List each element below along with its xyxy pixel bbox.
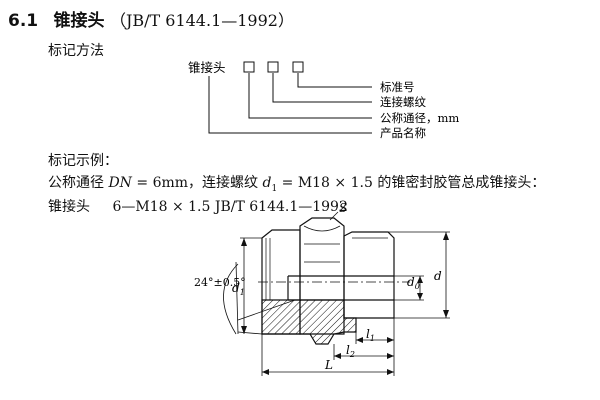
section-standard: （JB/T 6144.1—1992） [109,11,294,30]
section-hatch [261,299,357,345]
leader-product-name [208,76,372,134]
marking-example-code: 锥接头 6—M18 × 1.5 JB/T 6144.1—1992 [48,199,348,215]
marking-product-name: 锥接头 [188,60,226,75]
marking-box-1 [243,61,255,73]
L-label: L [324,358,333,372]
angle-arc [223,263,239,335]
marking-box-3 [292,61,304,73]
d0-label: d0 [407,275,420,291]
angle-label: 24°±0.5° [194,276,246,289]
leader-standard-no [297,73,372,88]
section-number: 6.1 [8,11,39,31]
marking-method-heading: 标记方法 [48,43,104,59]
label-product-name: 产品名称 [380,126,426,140]
label-standard-no: 标准号 [380,80,415,94]
marking-example-description: 公称通径 DN = 6mm，连接螺纹 d1 = M18 × 1.5 的锥密封胶管… [48,175,546,194]
marking-box-2 [267,61,279,73]
section-name: 锥接头 [53,11,105,31]
l1-label: l1 [366,327,375,343]
l2-label: l2 [346,343,355,359]
leader-nominal-dia [248,73,372,119]
d1-label: d1 [232,281,245,297]
leader-thread [272,73,372,103]
label-thread: 连接螺纹 [380,95,426,109]
label-nominal-dia: 公称通径，mm [380,111,459,125]
section-title: 6.1 锥接头 （JB/T 6144.1—1992） [8,6,294,31]
s-leader [329,211,339,221]
d-label: d [434,269,442,283]
s-label: S [339,201,347,215]
right-threaded-body [343,231,395,319]
marking-example-heading: 标记示例： [48,153,118,169]
